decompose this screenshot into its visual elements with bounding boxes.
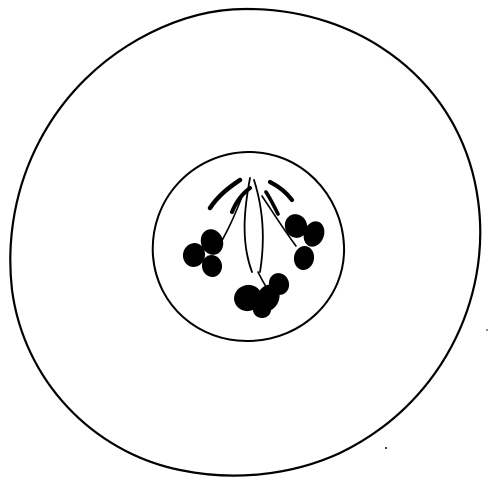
pole-chromosomes <box>210 180 292 214</box>
speck <box>385 447 387 449</box>
chromosome-cluster-left <box>180 226 227 279</box>
pole-arm-3 <box>270 182 292 200</box>
chromosome-cluster-right <box>281 210 328 271</box>
chromosome-blob <box>292 244 316 271</box>
chromosome-blob <box>253 302 271 318</box>
fibre-center-right <box>254 180 263 272</box>
speck <box>486 329 488 331</box>
